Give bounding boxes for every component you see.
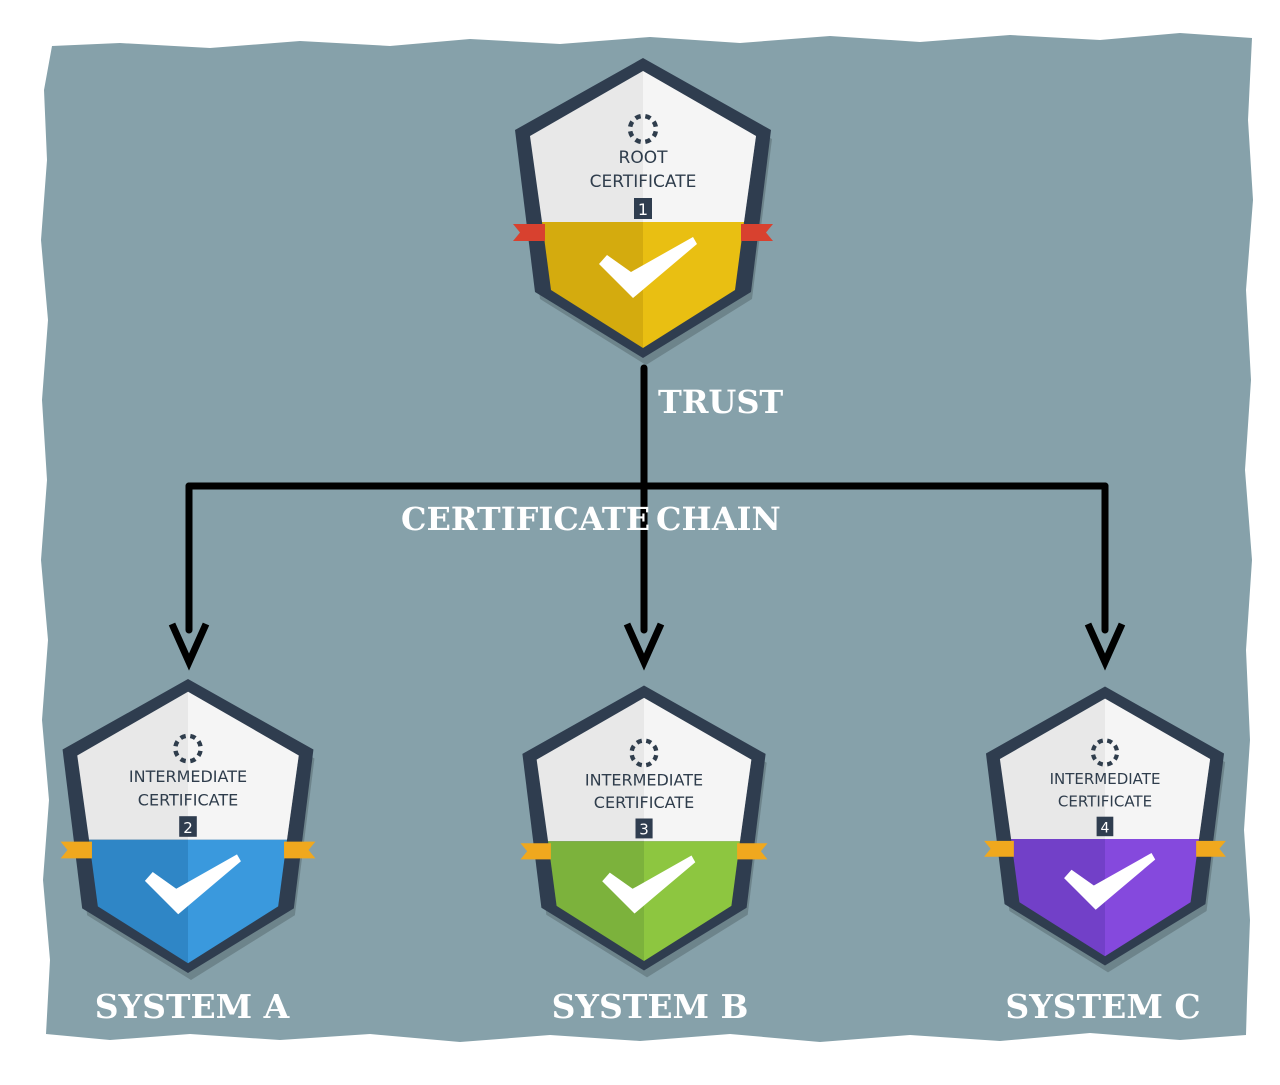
badge-system-a-number-box [179,816,197,837]
badge-system-c-subtitle: CERTIFICATE [1058,792,1152,810]
badge-system-a-check-icon [144,854,241,915]
arrowhead-system-c [1084,622,1126,671]
badge-system-b-number-box [635,818,653,839]
badge-system-c-gear-icon [1091,738,1119,767]
badge-system-c-face-highlight [1105,698,1211,840]
badge-system-b-ribbon-right [737,843,768,860]
system-b-label: SYSTEM B [552,987,749,1026]
badge-system-b-number: 3 [639,821,649,839]
badge-system-b: INTERMEDIATE CERTIFICATE 3 [520,685,768,978]
badge-system-b-subtitle: CERTIFICATE [594,793,694,812]
badge-root-subtitle: CERTIFICATE [590,172,697,192]
badge-system-b-face-highlight [644,697,752,842]
chain-label-right: CHAIN [656,500,781,538]
connector-arrows [185,364,1109,634]
system-c-label: SYSTEM C [1005,987,1200,1026]
badge-root-gear-icon [627,113,659,145]
badge-system-a-subtitle: CERTIFICATE [138,790,238,809]
badge-root-ribbon-left [513,224,545,241]
badge-system-c: INTERMEDIATE CERTIFICATE 4 [984,686,1226,973]
badge-root-number: 1 [638,200,648,219]
badge-system-a-gear-icon [173,733,203,764]
badge-root-number-box [634,198,652,219]
arrowhead-system-a [168,622,210,671]
badge-system-a-face-highlight [188,691,299,840]
arrowhead-system-b [623,622,665,671]
badge-system-b-title: INTERMEDIATE [585,770,703,789]
badge-system-c-check-icon [1064,852,1156,910]
badge-root-fill-left [542,222,643,348]
arrowheads [168,622,1126,671]
badge-system-a-title: INTERMEDIATE [129,767,247,786]
badge-root-check-icon [599,237,697,298]
badge-root: ROOT CERTIFICATE 1 [513,58,773,365]
badge-root-ribbon-right [741,224,773,241]
badge-system-b-ribbon-left [520,843,551,860]
badge-system-b-fill-left [548,841,644,961]
badge-system-c-title: INTERMEDIATE [1050,770,1161,788]
badge-system-c-ribbon-right [1196,840,1226,857]
badge-system-c-number: 4 [1101,821,1110,837]
badge-system-b-check-icon [602,855,696,914]
trust-label: TRUST [658,383,783,421]
badge-system-a-ribbon-left [60,841,92,859]
badge-system-c-fill-left [1011,839,1105,957]
badge-system-a: INTERMEDIATE CERTIFICATE 2 [60,679,316,980]
chain-label-left: CERTIFICATE [401,500,650,538]
badge-system-a-number: 2 [183,819,193,837]
badge-system-b-gear-icon [629,738,659,768]
badge-root-title: ROOT [619,148,669,168]
system-a-label: SYSTEM A [95,987,290,1026]
badge-system-a-ribbon-right [284,841,316,859]
badge-system-c-ribbon-left [984,840,1014,857]
badge-system-a-fill-left [89,839,188,964]
badge-root-face-highlight [643,71,756,222]
badge-system-c-number-box [1096,816,1114,837]
